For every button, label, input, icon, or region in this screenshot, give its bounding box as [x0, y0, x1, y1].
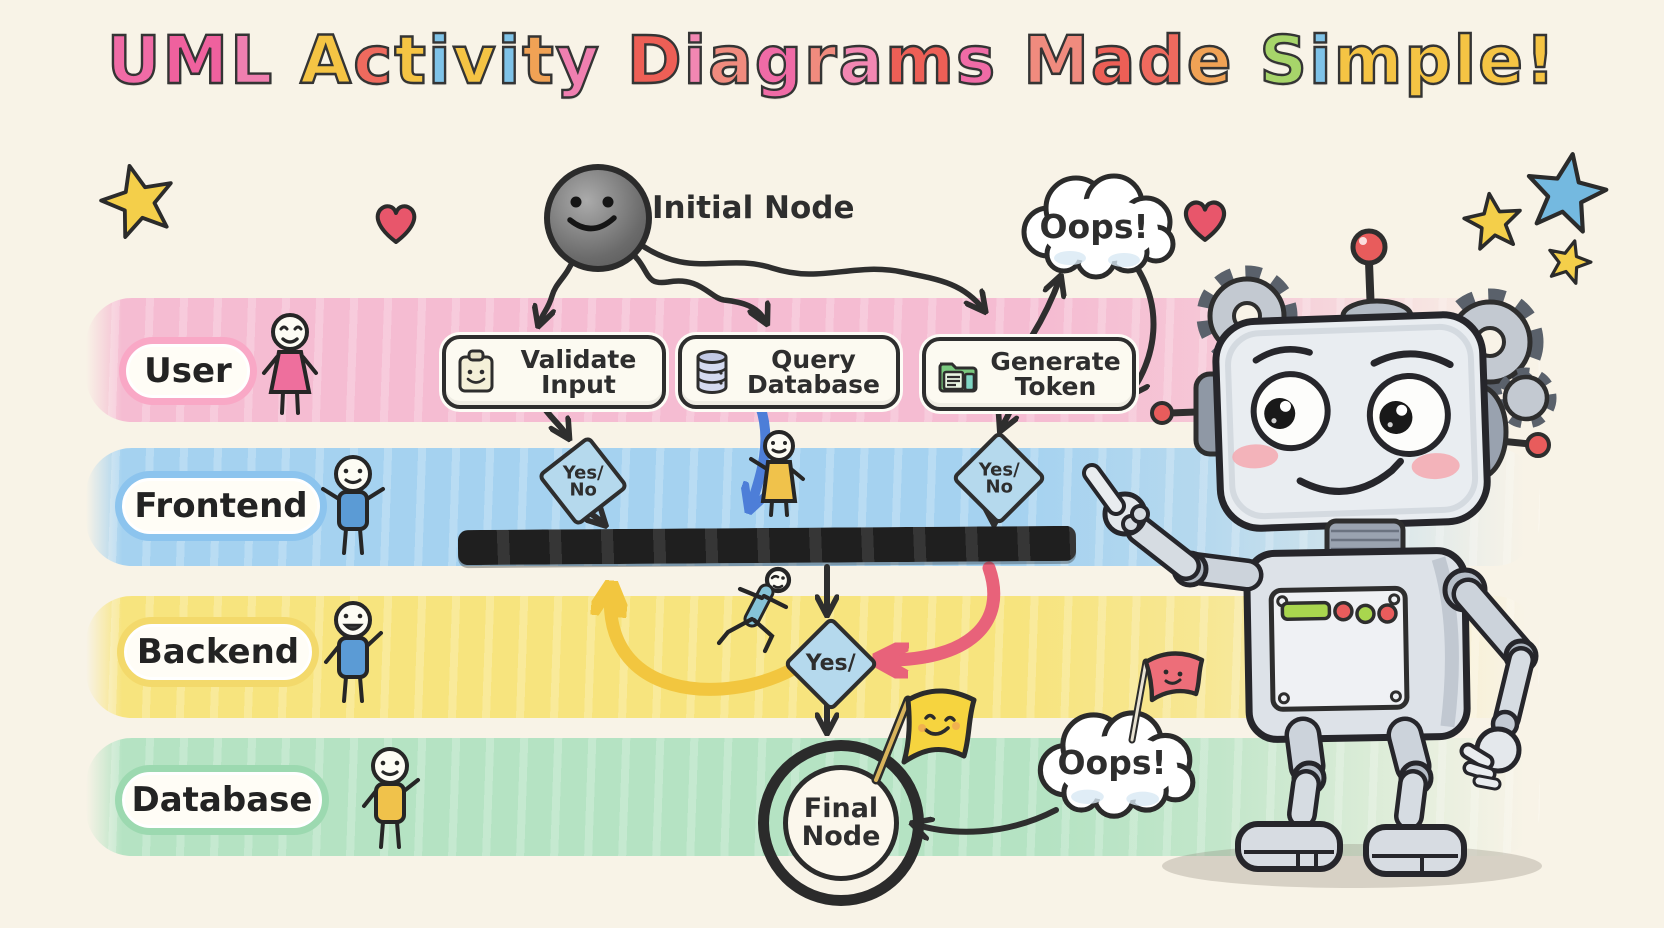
- error-cloud-top-label: Oops!: [1039, 206, 1149, 246]
- robot-panel-meter: [1280, 600, 1332, 621]
- star-blue-icon: [1526, 152, 1609, 234]
- star-yellow-small-icon: [1548, 239, 1593, 285]
- robot-indicator-light: [1355, 603, 1376, 625]
- pink-smiley-flag: [1128, 651, 1205, 744]
- robot-mascot: [1082, 228, 1557, 888]
- stick-figure-waving: [749, 430, 805, 517]
- error-cloud-top: Oops!: [1008, 170, 1180, 280]
- initial-node: [544, 164, 652, 272]
- robot-body: [1243, 547, 1471, 743]
- connector-initial-to-query: [623, 245, 766, 322]
- error-cloud-bottom-label: Oops!: [1057, 742, 1167, 782]
- swimlane-label-backend: Backend: [124, 624, 312, 680]
- robot-blush: [1411, 453, 1460, 480]
- stick-figure-blue-shirt-cheering: [324, 601, 383, 703]
- stick-figure-yellow-shirt-waving: [362, 747, 420, 849]
- initial-node-label: Initial Node: [652, 190, 855, 226]
- arrow-query-to-bar-blue: [750, 401, 765, 508]
- star-yellow-icon: [99, 164, 173, 239]
- swimlane-label-database: Database: [122, 772, 322, 828]
- arrow-oops-cloud-return: [1130, 263, 1157, 394]
- heart-icon: [1183, 200, 1227, 242]
- robot-arm-hanging: [1442, 567, 1539, 791]
- heart-icon: [375, 204, 417, 244]
- swimlane-label-frontend: Frontend: [122, 478, 320, 534]
- yellow-smiley-flag: [871, 688, 977, 785]
- folder-icon: [938, 362, 978, 393]
- cloud-icon: [1021, 173, 1176, 280]
- robot-shadow: [1162, 844, 1542, 888]
- arrow-generate-to-oops-cloud: [1029, 278, 1060, 339]
- swimlane-label-user: User: [126, 344, 250, 398]
- robot-eyebrow: [1252, 346, 1313, 364]
- smiley-face-icon: [567, 196, 617, 232]
- robot-eyebrow: [1370, 350, 1454, 369]
- robot-smile: [1296, 457, 1404, 495]
- stick-figure-running: [716, 566, 792, 654]
- stick-figure-pink-dress: [262, 313, 318, 415]
- stick-figure-blue-shirt-waving: [321, 455, 385, 555]
- clipboard-icon: [458, 349, 494, 393]
- connector-initial-to-generate: [631, 237, 984, 310]
- database-icon: [696, 350, 728, 394]
- arrow-retry-loop-yellow: [610, 588, 800, 696]
- robot-arm-pointing: [1082, 463, 1264, 592]
- error-cloud-bottom: Oops!: [1024, 702, 1200, 822]
- fork-join-bar: [457, 525, 1077, 566]
- robot-blush: [1232, 444, 1279, 469]
- arrow-oops2-to-final: [914, 807, 1059, 832]
- robot-indicator-light: [1333, 600, 1354, 622]
- star-yellow-icon: [1462, 191, 1522, 251]
- arrow-fail-path-red: [880, 561, 1001, 660]
- cloud-icon: [1037, 710, 1196, 819]
- robot-indicator-light: [1377, 603, 1398, 624]
- robot-head: [1212, 311, 1491, 532]
- connector-initial-to-validate: [539, 255, 577, 324]
- robot-legs: [1235, 716, 1467, 877]
